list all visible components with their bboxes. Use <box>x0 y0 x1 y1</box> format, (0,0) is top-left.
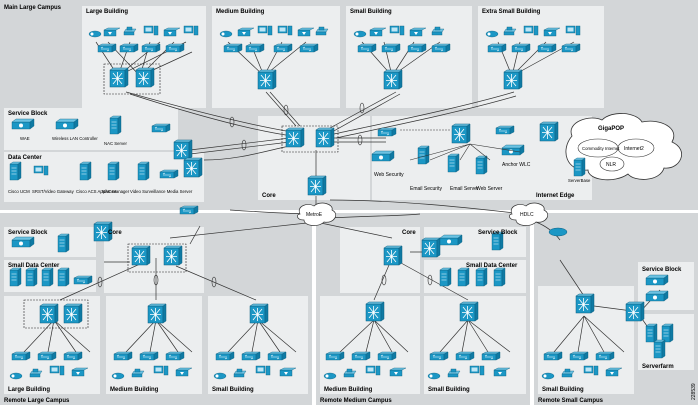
gigapop-label: GigaPOP <box>598 126 624 132</box>
rm-core-title: Core <box>402 230 416 236</box>
rs-service-block-title: Service Block <box>642 267 682 273</box>
medium-building-box <box>212 6 340 108</box>
video-label: Video Surveillance Media Server <box>130 189 193 194</box>
rm-core-box <box>340 227 420 293</box>
wlc-label: Wireless LAN Controller <box>52 136 98 141</box>
rs-small-building-title: Small Building <box>542 387 584 393</box>
main-campus-title: Main Large Campus <box>4 5 62 11</box>
serverbase-label: ServerBase <box>568 178 591 183</box>
rl-dc-title: Small Data Center <box>8 263 60 269</box>
service-block-box <box>4 108 178 150</box>
rs-service-block-box <box>638 262 694 310</box>
core-title: Core <box>262 193 276 199</box>
rm-small-building-title: Small Building <box>428 387 470 393</box>
remote-large-title: Remote Large Campus <box>4 398 70 404</box>
rl-small-building-title: Small Building <box>212 387 254 393</box>
rm-dc-title: Small Data Center <box>466 263 518 269</box>
extra-small-building-title: Extra Small Building <box>482 9 541 15</box>
nac-server-label: NAC Server <box>104 141 127 146</box>
router-icon <box>548 227 568 237</box>
data-center-title: Data Center <box>8 155 42 161</box>
large-building-title: Large Building <box>86 9 128 15</box>
rm-service-block-title: Service Block <box>478 230 518 236</box>
hdlc-cloud <box>509 202 548 226</box>
remote-medium-title: Remote Medium Campus <box>320 398 392 404</box>
acs-label: Cisco ACS Appliance <box>76 189 117 194</box>
ucm-label: Cisco UCM <box>8 189 30 194</box>
web-security-label: Web Security <box>374 172 404 178</box>
commodity-label: Commodity Internet <box>582 146 620 151</box>
service-block-title: Service Block <box>8 111 48 117</box>
extra-small-building-box <box>478 6 604 108</box>
metroe-cloud <box>297 202 336 226</box>
figure-id: 228539 <box>691 383 697 400</box>
rs-serverfarm-title: Serverfarm <box>642 364 674 370</box>
remote-small-title: Remote Small Campus <box>538 398 604 404</box>
srst-label: SRST/Video Gateway <box>32 189 75 194</box>
email-server-label: Email Server <box>450 186 479 192</box>
rl-large-building-title: Large Building <box>8 387 50 393</box>
rl-core-title: Core <box>108 230 122 236</box>
internet-edge-title: Internet Edge <box>536 193 575 199</box>
wae-label: WAE <box>20 136 30 141</box>
medium-building-title: Medium Building <box>216 9 265 15</box>
nlr-label: NLR <box>606 162 616 168</box>
large-building-box <box>82 6 206 108</box>
small-building-title: Small Building <box>350 9 392 15</box>
internet2-label: Internet2 <box>624 146 644 152</box>
web-server-label: Web Server <box>476 186 503 192</box>
hdlc-label: HDLC <box>520 212 534 218</box>
metroe-label: MetroE <box>306 212 323 218</box>
nac-manager-label: NAC Manager <box>102 189 130 194</box>
small-building-box <box>346 6 472 108</box>
internet-cloud <box>565 113 682 181</box>
anchor-wlc-label: Anchor WLC <box>502 162 531 168</box>
links <box>23 41 661 353</box>
rl-service-block-title: Service Block <box>8 230 48 236</box>
rm-medium-building-title: Medium Building <box>324 387 373 393</box>
rl-medium-building-title: Medium Building <box>110 387 159 393</box>
email-security-label: Email Security <box>410 186 442 192</box>
